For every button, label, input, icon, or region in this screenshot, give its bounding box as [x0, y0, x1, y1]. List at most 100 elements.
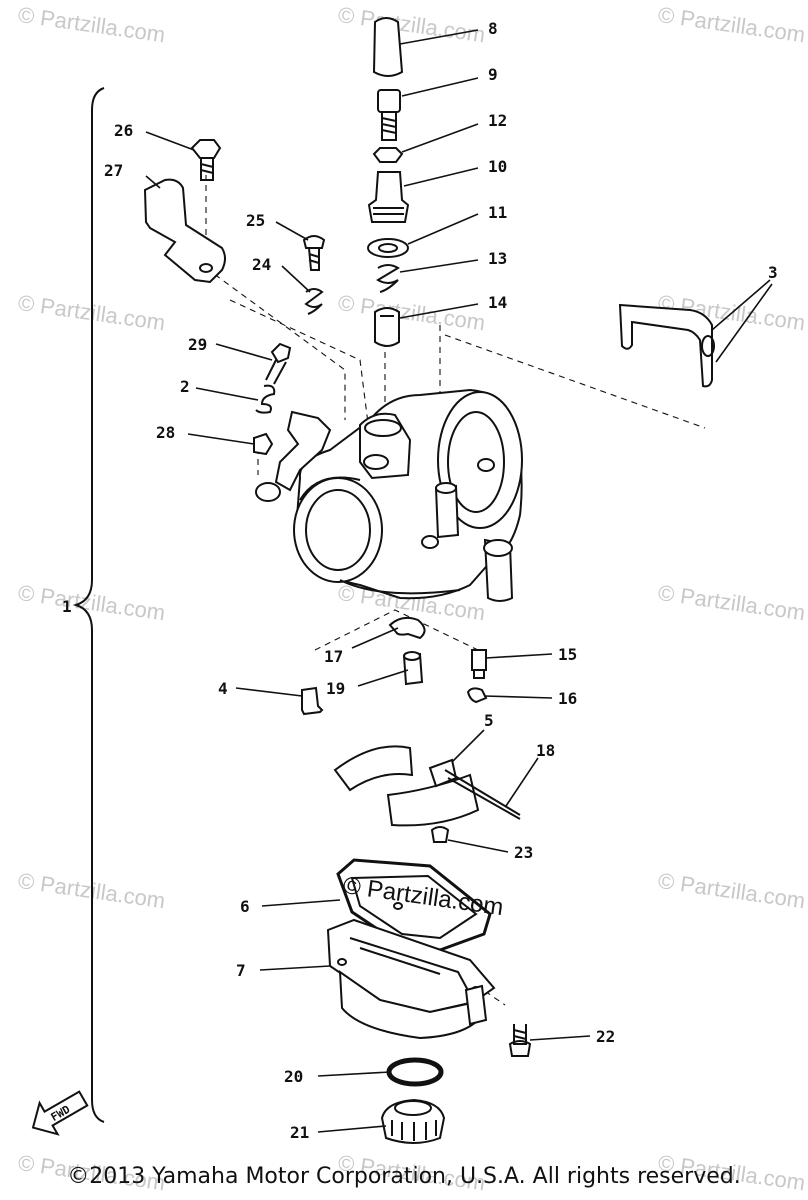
part-26-bolt-head	[190, 139, 222, 159]
part-2-spring	[255, 384, 276, 414]
leader-8	[399, 29, 479, 45]
part-28-plug	[253, 432, 274, 456]
callout-23: 23	[514, 843, 533, 862]
leader-17	[351, 627, 399, 649]
leader-11	[407, 213, 479, 245]
callout-20: 20	[284, 1067, 303, 1086]
leader-14	[399, 303, 479, 319]
callout-8: 8	[488, 19, 498, 38]
carburetor-small-boss	[421, 535, 439, 549]
alignment-line	[229, 299, 373, 456]
part-15-tip	[473, 670, 485, 679]
carburetor-fuel-inlet-end	[483, 539, 513, 557]
part-11-washer	[367, 238, 409, 258]
leader-20	[317, 1071, 391, 1077]
part-12-nut	[372, 147, 404, 163]
callout-7: 7	[236, 961, 246, 980]
part-3-bracket	[618, 303, 713, 388]
carburetor-base-line	[339, 579, 461, 595]
part-5-float-left	[333, 745, 414, 792]
part-6-gasket-inner	[350, 874, 478, 940]
leader-22	[529, 1035, 591, 1041]
callout-16: 16	[558, 689, 577, 708]
part-8-cap	[372, 17, 404, 77]
callout-11: 11	[488, 203, 507, 222]
leader-27	[145, 175, 161, 189]
carburetor-top-boss	[477, 458, 495, 472]
leader-19	[357, 669, 409, 687]
leader-29	[215, 343, 273, 361]
callout-29: 29	[188, 335, 207, 354]
callout-6: 6	[240, 897, 250, 916]
callout-24: 24	[252, 255, 271, 274]
part-21-plug-top	[394, 1100, 432, 1116]
carburetor-throttle-lever	[274, 410, 332, 492]
leader-23	[447, 839, 509, 853]
callout-13: 13	[488, 249, 507, 268]
part-16-clip	[466, 687, 488, 704]
leader-18	[505, 757, 539, 807]
carburetor-tower-top	[364, 419, 402, 437]
leader-13	[399, 259, 479, 273]
part-27-cable-holder	[143, 178, 226, 284]
part-22-screw-shank	[513, 1024, 527, 1045]
leader-10	[403, 167, 479, 187]
part-15-pilot-jet	[471, 649, 487, 671]
leader-3a	[711, 279, 771, 331]
part-13-spring	[376, 264, 400, 293]
part-17-clip	[388, 616, 426, 640]
leader-12	[401, 123, 479, 153]
callout-9: 9	[488, 65, 498, 84]
alignment-line	[444, 334, 706, 429]
leader-25	[275, 221, 309, 241]
callout-3: 3	[768, 263, 778, 282]
part-5-float-right	[386, 773, 480, 827]
part-24-spring	[304, 288, 324, 315]
part-11-washer-hole	[378, 243, 398, 253]
part-7-bowl-tube	[464, 984, 488, 1026]
part-10-thread	[373, 207, 404, 215]
carburetor-intake-ring	[299, 476, 361, 501]
leader-7	[259, 965, 331, 971]
carburetor-intake-inner	[305, 489, 371, 571]
carburetor-outlet-inner	[447, 411, 505, 513]
part-26-bolt-shank	[200, 158, 214, 181]
callout-22: 22	[596, 1027, 615, 1046]
alignment-line	[205, 267, 346, 420]
part-3-end-cap	[701, 335, 715, 357]
leader-24	[281, 265, 311, 293]
part-19-jet-top	[403, 651, 421, 661]
part-4-main-jet	[301, 686, 324, 716]
leader-3b	[715, 283, 773, 363]
carburetor-lever-pivot	[255, 482, 281, 502]
part-20-o-ring	[386, 1057, 444, 1087]
callout-1: 1	[62, 597, 72, 616]
callout-5: 5	[484, 711, 494, 730]
callout-19: 19	[326, 679, 345, 698]
leader-28	[187, 433, 255, 445]
leader-4	[235, 687, 303, 697]
callout-10: 10	[488, 157, 507, 176]
part-18-float-pin	[444, 769, 521, 820]
part-25-screw-shank	[308, 247, 320, 271]
callout-21: 21	[290, 1123, 309, 1142]
callout-25: 25	[246, 211, 265, 230]
alignment-line	[314, 609, 479, 651]
leader-16	[483, 695, 553, 699]
leader-9	[401, 77, 479, 97]
callout-18: 18	[536, 741, 555, 760]
part-23-screw	[430, 826, 450, 843]
part-9-screw-head	[377, 89, 401, 113]
leader-15	[485, 653, 553, 659]
leader-21	[317, 1125, 387, 1133]
part-27-hole	[199, 263, 213, 273]
callout-27: 27	[104, 161, 123, 180]
carburetor-tower-port	[363, 454, 389, 470]
leader-26	[145, 131, 195, 151]
callout-2: 2	[180, 377, 190, 396]
part-21-plug-ribs	[391, 1120, 437, 1141]
fwd-arrow-icon: FWD	[31, 1090, 89, 1136]
part-29-screw-shank	[265, 359, 287, 385]
callout-26: 26	[114, 121, 133, 140]
